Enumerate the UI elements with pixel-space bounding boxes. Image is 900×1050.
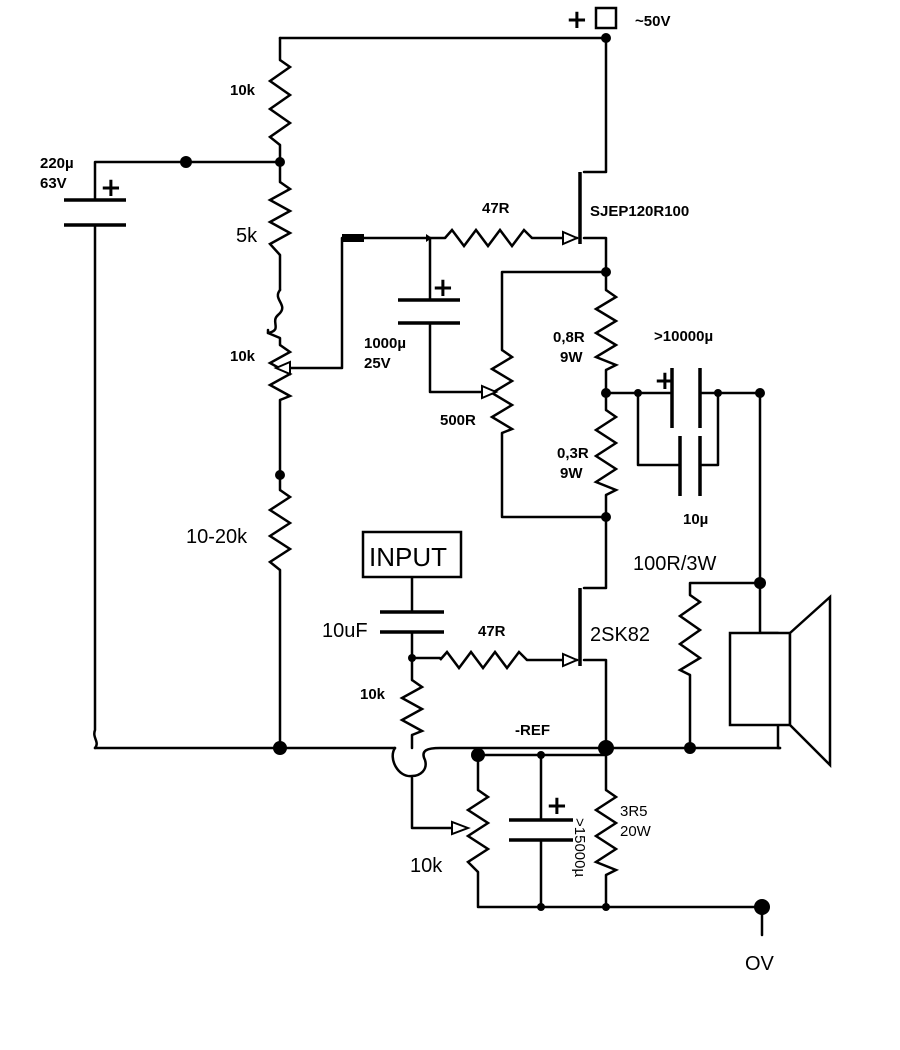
supply-terminal	[594, 6, 618, 30]
label-pot-500: 500R	[440, 412, 476, 429]
label-r-03-value: 0,3R	[557, 445, 589, 462]
label-r-08-power: 9W	[560, 349, 583, 366]
label-c-out: >10000µ	[654, 328, 713, 345]
label-r-5k: 5k	[236, 225, 258, 247]
junction-dot	[602, 903, 610, 911]
resistor-47r-upper	[444, 227, 533, 249]
ground-terminal-dot	[754, 899, 770, 915]
junction-dot	[601, 388, 611, 398]
label-r-gate-upper: 47R	[482, 200, 510, 217]
polarity-plus-1000u: +	[432, 273, 454, 303]
resistor-0-3r	[593, 408, 620, 497]
pot-wiper-arrow-bias	[273, 360, 291, 376]
speaker-icon	[728, 594, 832, 769]
pot-10k-ref	[465, 788, 491, 873]
resistor-5k	[267, 180, 293, 256]
capacitor-1000u	[398, 298, 460, 325]
resistor-3r5-20w	[593, 788, 620, 877]
resistor-47r-lower	[439, 649, 528, 671]
supply-plus: +	[566, 5, 588, 35]
capacitor-220u	[64, 198, 126, 227]
resistor-0-8r	[593, 288, 620, 372]
label-pot-ref: 10k	[410, 855, 443, 877]
label-c-film: 10µ	[683, 511, 708, 528]
label-c-1000-voltage: 25V	[364, 355, 391, 372]
polarity-plus-15000u: +	[546, 791, 568, 821]
label-r-03-power: 9W	[560, 465, 583, 482]
capacitor-10uf-input	[380, 610, 444, 634]
input-label: INPUT	[369, 542, 447, 572]
junction-dot	[684, 742, 696, 754]
polarity-plus-10000u: +	[654, 366, 676, 396]
resistors	[267, 58, 703, 877]
wire-arrow-mid	[426, 234, 432, 242]
label-c-ref: >15000µ	[571, 818, 588, 877]
label-r-10k-input: 10k	[360, 686, 386, 703]
junction-dot	[601, 33, 611, 43]
junction-dot	[634, 389, 642, 397]
junction-dots	[180, 33, 770, 915]
supply-label: ~50V	[635, 13, 670, 30]
junction-dot	[275, 157, 285, 167]
resistor-100r-3w	[677, 593, 703, 677]
label-r-100: 100R/3W	[633, 553, 716, 575]
label-r-gate-lower: 47R	[478, 623, 506, 640]
gate-arrow-upper	[562, 230, 580, 246]
label-r-3r5-power: 20W	[620, 823, 652, 840]
label-c-1000-value: 1000µ	[364, 335, 406, 352]
ground-label: OV	[745, 953, 775, 975]
junction-dot	[273, 741, 287, 755]
label-c-boot-voltage: 63V	[40, 175, 67, 192]
junction-dot	[408, 654, 416, 662]
capacitor-10u-film	[678, 436, 702, 496]
junction-dot	[471, 748, 485, 762]
label-r-08-value: 0,8R	[553, 329, 585, 346]
label-c-boot-value: 220µ	[40, 155, 74, 172]
arrows	[273, 230, 580, 836]
pot-wiper-arrow-500r	[481, 384, 499, 400]
label-pot-bias: 10k	[230, 348, 256, 365]
pot-wiper-arrow-ref	[451, 820, 471, 836]
label-transistor-upper: SJEP120R100	[590, 203, 689, 220]
label-c-input: 10uF	[322, 620, 368, 642]
polarity-plus-220u: +	[100, 173, 122, 203]
wire-end-marker	[342, 234, 364, 242]
junction-dot	[180, 156, 192, 168]
junction-dot	[275, 470, 285, 480]
label-transistor-lower: 2SK82	[590, 624, 650, 646]
wires	[93, 36, 782, 937]
ref-label: -REF	[515, 722, 550, 739]
junction-dot	[537, 903, 545, 911]
junction-dot	[714, 389, 722, 397]
capacitor-10000u	[670, 368, 702, 428]
junction-dot	[537, 751, 545, 759]
resistor-10-20k	[267, 488, 293, 571]
label-r-3r5-value: 3R5	[620, 803, 648, 820]
resistor-10k-input	[399, 678, 425, 737]
junction-dot	[601, 267, 611, 277]
junction-dot	[755, 388, 765, 398]
resistor-10k-top	[267, 58, 293, 146]
junction-dot	[601, 512, 611, 522]
junction-dot	[754, 577, 766, 589]
capacitor-15000u	[509, 818, 573, 842]
label-r-top: 10k	[230, 82, 256, 99]
input-box	[361, 530, 463, 579]
label-r-bottom: 10-20k	[186, 526, 248, 548]
gate-arrow-lower	[562, 652, 580, 668]
junction-dot	[598, 740, 614, 756]
